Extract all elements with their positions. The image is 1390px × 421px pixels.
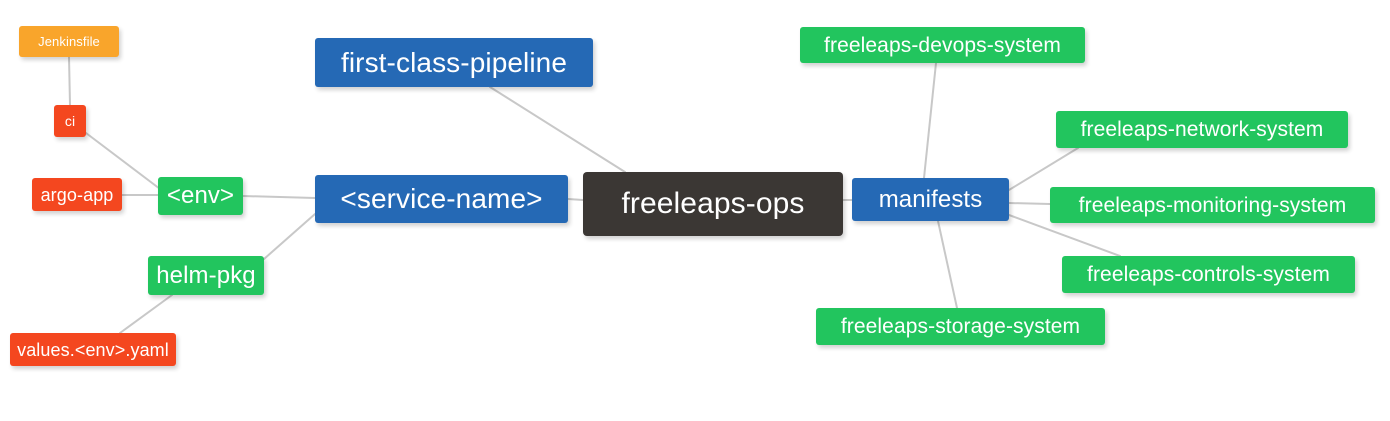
mindmap-node-jenkinsfile[interactable]: Jenkinsfile xyxy=(19,26,119,57)
edge-first-class-pipeline-to-freeleaps-ops xyxy=(489,86,626,173)
mindmap-node-ci[interactable]: ci xyxy=(54,105,86,137)
mindmap-node-freeleaps-network-system[interactable]: freeleaps-network-system xyxy=(1056,111,1348,148)
edge-manifests-to-freeleaps-devops-system xyxy=(923,62,937,179)
node-label: <env> xyxy=(166,182,235,209)
node-label: freeleaps-storage-system xyxy=(840,315,1081,338)
node-label: freeleaps-ops xyxy=(621,187,805,220)
mindmap-node-argo-app[interactable]: argo-app xyxy=(32,178,122,211)
node-label: Jenkinsfile xyxy=(38,34,100,49)
edge-manifests-to-freeleaps-network-system xyxy=(1008,147,1079,191)
edge-jenkinsfile-to-ci xyxy=(68,56,71,106)
node-label: first-class-pipeline xyxy=(340,46,568,78)
edge-manifests-to-freeleaps-storage-system xyxy=(937,220,958,309)
mindmap-node-freeleaps-monitoring-system[interactable]: freeleaps-monitoring-system xyxy=(1050,187,1375,223)
node-label: ci xyxy=(64,113,76,129)
mindmap-node-freeleaps-ops[interactable]: freeleaps-ops xyxy=(583,172,843,236)
edge-service-name-to-helm-pkg xyxy=(263,213,316,260)
mindmap-node-freeleaps-storage-system[interactable]: freeleaps-storage-system xyxy=(816,308,1105,345)
node-label: freeleaps-network-system xyxy=(1080,118,1324,141)
mindmap-node-env[interactable]: <env> xyxy=(158,177,243,215)
mindmap-node-first-class-pipeline[interactable]: first-class-pipeline xyxy=(315,38,593,87)
mindmap-node-freeleaps-devops-system[interactable]: freeleaps-devops-system xyxy=(800,27,1085,63)
edge-helm-pkg-to-values-yaml xyxy=(119,294,173,334)
mindmap-node-service-name[interactable]: <service-name> xyxy=(315,175,568,223)
mindmap-node-freeleaps-controls-system[interactable]: freeleaps-controls-system xyxy=(1062,256,1355,293)
node-label: manifests xyxy=(878,185,983,213)
mindmap-node-manifests[interactable]: manifests xyxy=(852,178,1009,221)
node-label: freeleaps-monitoring-system xyxy=(1078,193,1347,217)
node-label: helm-pkg xyxy=(156,261,256,289)
node-label: argo-app xyxy=(40,184,114,205)
node-label: freeleaps-devops-system xyxy=(824,33,1061,57)
edge-env-to-service-name xyxy=(242,195,316,199)
node-label: <service-name> xyxy=(340,183,543,214)
edge-manifests-to-freeleaps-monitoring-system xyxy=(1008,202,1051,205)
node-label: freeleaps-controls-system xyxy=(1087,263,1330,286)
edge-service-name-to-freeleaps-ops xyxy=(567,198,584,201)
mindmap-node-helm-pkg[interactable]: helm-pkg xyxy=(148,256,264,295)
node-label: values.<env>.yaml xyxy=(17,339,169,360)
mindmap-node-values-yaml[interactable]: values.<env>.yaml xyxy=(10,333,176,366)
